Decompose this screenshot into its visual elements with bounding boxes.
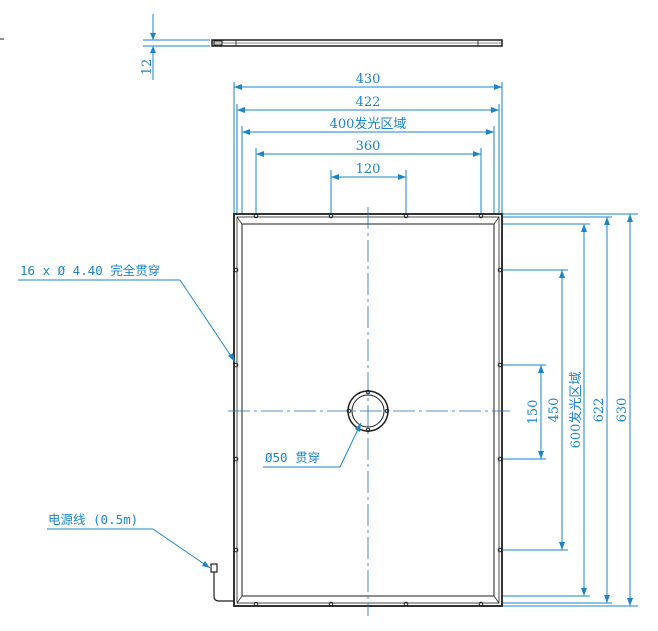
holes-callout: 16 x Ø 4.40 完全贯穿 — [18, 263, 236, 363]
center-hole-callout-label: Ø50 贯穿 — [265, 450, 320, 465]
cable-callout-label: 电源线 (0.5m) — [48, 512, 138, 527]
height-622-label: 622 — [592, 398, 607, 423]
width-360-label: 360 — [356, 139, 381, 154]
dimension-width-430: 430 — [233, 72, 503, 214]
width-120-label: 120 — [356, 162, 381, 177]
thickness-dimension: 12 — [140, 14, 210, 80]
dimension-height-450: 450 — [502, 269, 568, 551]
center-hole — [346, 389, 390, 433]
dimension-height-630: 630 — [502, 213, 638, 607]
dimension-width-360: 360 — [255, 139, 482, 214]
dimension-height-622: 622 — [502, 216, 612, 604]
side-view-profile — [211, 39, 503, 47]
height-630-label: 630 — [615, 398, 630, 423]
mounting-holes — [233, 213, 503, 607]
width-400-label: 400发光区域 — [330, 116, 407, 132]
dimension-height-150: 150 — [502, 364, 546, 460]
power-cable — [210, 563, 234, 602]
dimension-width-120: 120 — [330, 162, 407, 214]
dimension-width-422: 422 — [236, 95, 500, 214]
thickness-label: 12 — [140, 59, 155, 76]
dimension-width-400: 400发光区域 — [241, 116, 495, 214]
width-422-label: 422 — [356, 95, 381, 110]
width-430-label: 430 — [356, 72, 381, 87]
center-hole-callout: Ø50 贯穿 — [263, 422, 362, 468]
holes-callout-label: 16 x Ø 4.40 完全贯穿 — [20, 263, 160, 278]
cable-callout: 电源线 (0.5m) — [47, 512, 211, 569]
height-150-label: 150 — [526, 400, 541, 425]
height-450-label: 450 — [547, 398, 562, 423]
height-600-label: 600发光区域 — [568, 372, 584, 449]
dimension-height-600: 600发光区域 — [502, 223, 590, 597]
